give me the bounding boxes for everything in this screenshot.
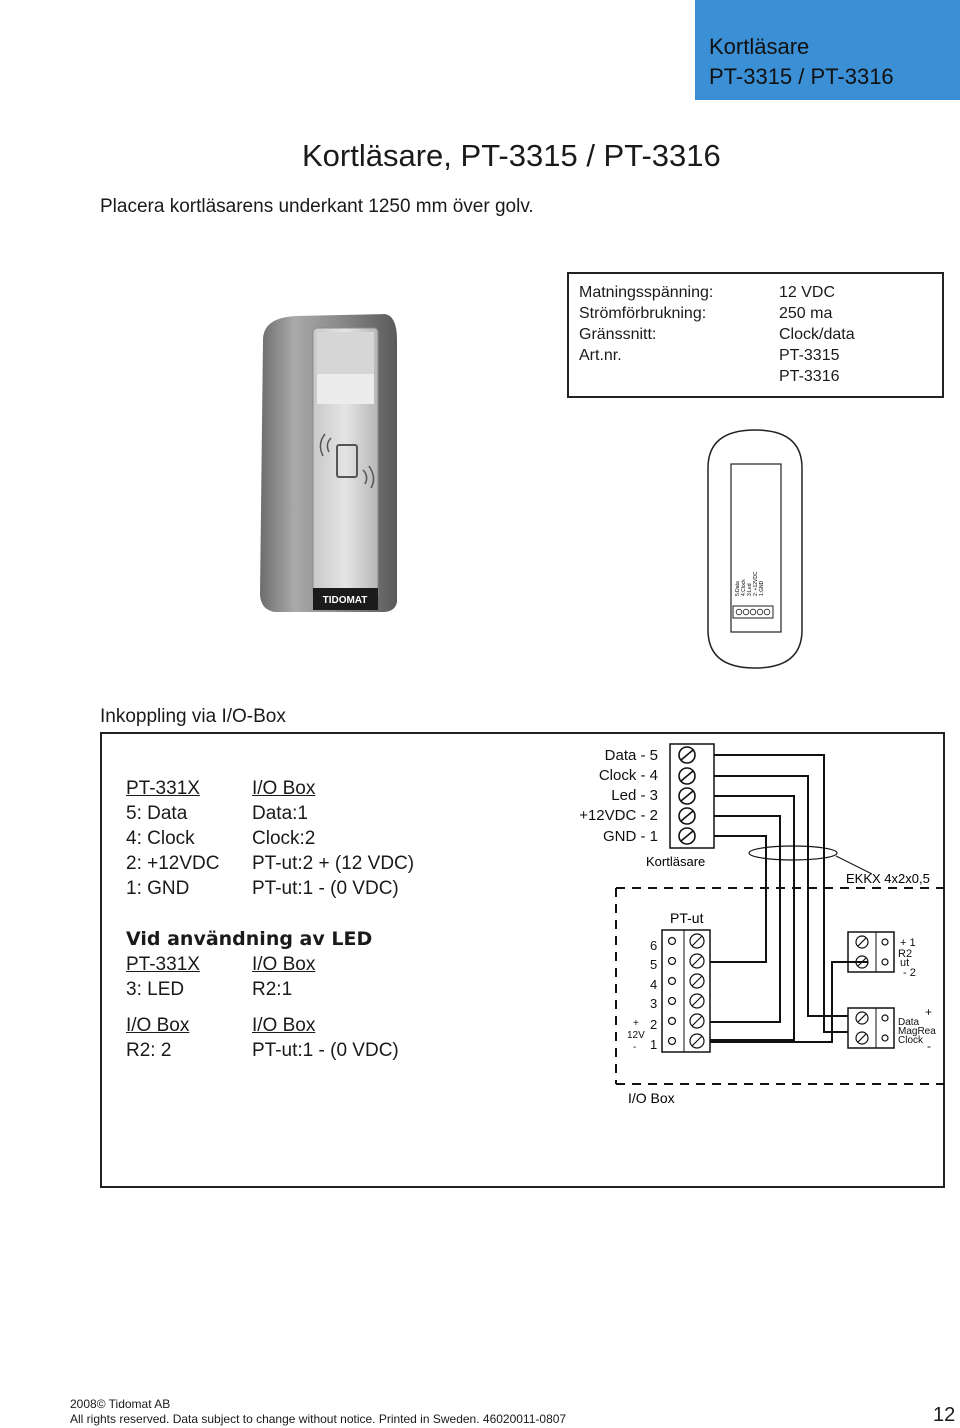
- reader-label: Kortläsare: [646, 854, 705, 869]
- ptut-number: 4: [650, 977, 657, 992]
- wiring-box: PT-331X I/O Box 5: Data Data:1 4: Clock …: [100, 732, 945, 1188]
- spec-value: PT-3316: [779, 368, 840, 385]
- ptut-number: 5: [650, 957, 657, 972]
- footer-rights: All rights reserved. Data subject to cha…: [70, 1412, 567, 1426]
- spec-label: Strömförbrukning:: [579, 305, 707, 322]
- brand-label: TIDOMAT: [323, 595, 368, 606]
- ptut-number: 3: [650, 996, 657, 1011]
- table-cell: 2: +12VDC: [126, 853, 220, 874]
- data-label: Data: [898, 1017, 920, 1028]
- v12-plus: +: [633, 1018, 639, 1029]
- table-cell: R2:1: [252, 979, 293, 1000]
- header-line1: Kortläsare: [709, 34, 810, 59]
- table-cell: 1: GND: [126, 878, 190, 899]
- spec-box: Matningsspänning: 12 VDC Strömförbruknin…: [567, 272, 944, 398]
- v12-minus: -: [633, 1042, 636, 1053]
- reader-terminal-label: Clock - 4: [599, 767, 658, 784]
- r2-label: R2: [898, 948, 912, 960]
- data-label: -: [927, 1039, 931, 1053]
- page-number: 12: [933, 1404, 956, 1426]
- spec-label: Gränssnitt:: [579, 326, 657, 343]
- table-header: I/O Box: [252, 954, 316, 975]
- footer-copyright: 2008© Tidomat AB: [70, 1397, 171, 1411]
- spec-value: Clock/data: [779, 326, 855, 343]
- header-line2: PT-3315 / PT-3316: [709, 64, 894, 89]
- card-reader-photo: TIDOMAT: [260, 314, 397, 612]
- data-label: MagRea: [898, 1026, 936, 1037]
- table-cell: R2: 2: [126, 1040, 172, 1061]
- table-cell: 3: LED: [126, 979, 185, 1000]
- wiring-diagram: Data - 5 Clock - 4 Led - 3 +12VDC - 2 GN…: [579, 743, 944, 1106]
- data-label: Clock: [898, 1035, 924, 1046]
- terminal-label: 1:GND: [759, 580, 765, 596]
- iobox-label: I/O Box: [628, 1090, 675, 1106]
- reader-terminal-label: +12VDC - 2: [579, 807, 658, 824]
- table-cell: 4: Clock: [126, 828, 195, 849]
- section-title: Inkoppling via I/O-Box: [100, 706, 286, 727]
- reader-terminal-label: Led - 3: [611, 787, 658, 804]
- intro-text: Placera kortläsarens underkant 1250 mm ö…: [100, 196, 534, 217]
- terminal-label: 2: +12VDC: [753, 571, 759, 596]
- table-cell: PT-ut:2 + (12 VDC): [252, 853, 415, 874]
- page-title: Kortläsare, PT-3315 / PT-3316: [302, 138, 721, 173]
- table-header: PT-331X: [126, 954, 200, 975]
- table-header: PT-331X: [126, 778, 200, 799]
- v12-label: 12V: [627, 1030, 645, 1041]
- cable-label: EKKX 4x2x0,5: [846, 871, 930, 886]
- data-label: +: [925, 1005, 932, 1019]
- table-cell: PT-ut:1 - (0 VDC): [252, 878, 399, 899]
- led-heading: Vid användning av LED: [126, 928, 373, 950]
- r2-label: + 1: [900, 937, 916, 949]
- r2-label: ut: [900, 957, 909, 969]
- table-header: I/O Box: [252, 1015, 316, 1036]
- table-header: I/O Box: [252, 778, 316, 799]
- table-cell: 5: Data: [126, 803, 188, 824]
- spec-value: 250 ma: [779, 305, 833, 322]
- ptut-label: PT-ut: [670, 910, 704, 926]
- terminal-label: 4:Clock: [741, 579, 747, 596]
- table-cell: Clock:2: [252, 828, 316, 849]
- table-cell: PT-ut:1 - (0 VDC): [252, 1040, 399, 1061]
- spec-value: 12 VDC: [779, 284, 836, 301]
- spec-label: Matningsspänning:: [579, 284, 714, 301]
- ptut-number: 6: [650, 938, 657, 953]
- r2-label: - 2: [903, 967, 916, 979]
- reader-terminal-label: GND - 1: [603, 828, 658, 845]
- header-banner: Kortläsare PT-3315 / PT-3316: [695, 0, 960, 100]
- terminal-label: 5:Data: [735, 581, 741, 596]
- reader-terminal-label: Data - 5: [605, 747, 658, 764]
- spec-value: PT-3315: [779, 347, 840, 364]
- ptut-number: 2: [650, 1017, 657, 1032]
- terminal-label: 3:Led: [747, 583, 753, 596]
- spec-label: Art.nr.: [579, 347, 622, 364]
- table-cell: Data:1: [252, 803, 308, 824]
- table-header: I/O Box: [126, 1015, 190, 1036]
- ptut-number: 1: [650, 1037, 657, 1052]
- reader-outline-drawing: 5:Data 4:Clock 3:Led 2: +12VDC 1:GND: [707, 429, 803, 669]
